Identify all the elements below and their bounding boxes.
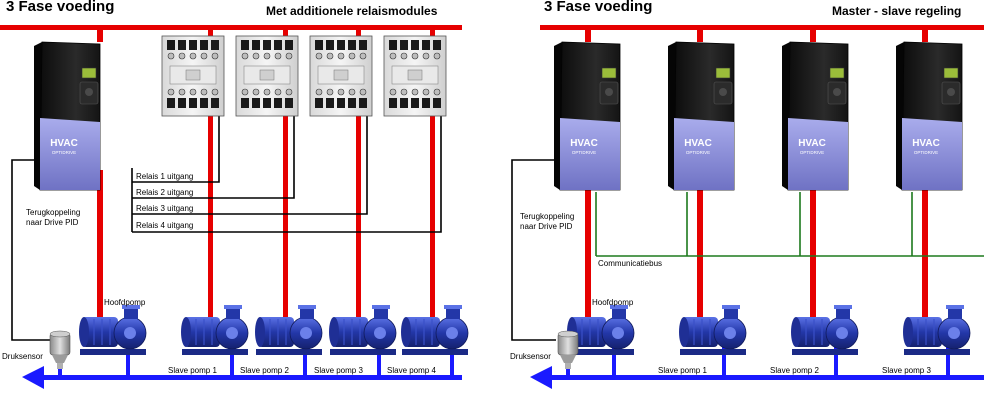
right-sensor-label: Druksensor: [510, 352, 551, 361]
left-relay-module-2: [235, 35, 299, 117]
left-slave-pump-2-icon: [255, 305, 323, 355]
left-subtitle: Met additionele relaismodules: [266, 4, 438, 18]
left-title: 3 Fase voeding: [6, 0, 115, 15]
left-relay-output-4: Relais 4 uitgang: [136, 221, 194, 230]
right-drive2-to-pump: [697, 190, 703, 320]
left-slave-pump-4: Slave pomp 4: [387, 366, 436, 375]
right-slave-pump-1-icon: [679, 305, 747, 355]
left-water-pipe: [40, 375, 462, 380]
left-relay1-supply: [208, 30, 213, 38]
right-hvac-drive-2-brand: HVAC: [684, 138, 712, 149]
right-slave-pump-3: Slave pomp 3: [882, 366, 931, 375]
right-drive1-to-pump: [585, 190, 591, 320]
left-relay-module-1: [161, 35, 225, 117]
left-sensor-label: Druksensor: [2, 352, 43, 361]
right-drive2-supply: [697, 30, 703, 42]
left-relay-output-2: Relais 2 uitgang: [136, 188, 194, 197]
left-relay3-to-pump: [356, 112, 361, 322]
right-main-pump-label: Hoofdpomp: [592, 298, 634, 307]
right-water-pipe: [548, 375, 984, 380]
left-relay4-supply: [430, 30, 435, 38]
right-drive3-supply: [810, 30, 816, 42]
right-feedback-line1: Terugkoppeling: [520, 212, 575, 221]
left-relay-module-4: [383, 35, 447, 117]
left-hvac-drive-brand: HVAC: [50, 138, 78, 149]
right-main-pump: [567, 305, 635, 355]
right-drive4-to-pump: [922, 190, 928, 320]
left-feedback-label: Terugkoppeling naar Drive PID: [26, 208, 80, 228]
left-diagram: [0, 25, 462, 389]
right-hvac-drive-4-brand: HVAC: [912, 138, 940, 149]
left-relay-wires: [131, 112, 442, 233]
right-slave-pump-2-icon: [791, 305, 859, 355]
left-relay4-to-pump: [430, 112, 435, 322]
left-slave-pump-1-icon: [181, 305, 249, 355]
left-relay-module-3: [309, 35, 373, 117]
right-drive4-supply: [922, 30, 928, 42]
right-title: 3 Fase voeding: [544, 0, 653, 15]
left-feedback-line1: Terugkoppeling: [26, 208, 81, 217]
left-slave-pump-4-icon: [401, 305, 469, 355]
left-flow-arrow: [22, 366, 44, 389]
left-main-pump-label: Hoofdpomp: [104, 298, 146, 307]
right-flow-arrow: [530, 366, 552, 389]
left-slave-pump-3-icon: [329, 305, 397, 355]
left-pressure-sensor: [49, 330, 71, 369]
right-feedback-line2: naar Drive PID: [520, 222, 573, 231]
right-hvac-drive-4-model: OPTIDRIVE: [914, 150, 938, 155]
left-relay-output-1: Relais 1 uitgang: [136, 172, 194, 181]
right-hvac-drive-2-model: OPTIDRIVE: [686, 150, 710, 155]
right-hvac-drive-3-model: OPTIDRIVE: [800, 150, 824, 155]
right-slave-pump-1: Slave pomp 1: [658, 366, 707, 375]
right-pressure-sensor: [557, 330, 579, 369]
right-feedback-label: Terugkoppeling naar Drive PID: [520, 212, 574, 232]
left-relay3-supply: [356, 30, 361, 38]
left-relay2-to-pump: [283, 112, 288, 322]
left-relay1-to-pump: [208, 112, 213, 322]
left-relay-output-3: Relais 3 uitgang: [136, 204, 194, 213]
left-power-bus: [0, 25, 462, 30]
right-hvac-drive-1-model: OPTIDRIVE: [572, 150, 596, 155]
right-slave-pump-3-icon: [903, 305, 971, 355]
right-communication-bus: [595, 192, 984, 257]
left-feedback-wire: [11, 159, 60, 341]
left-relay2-supply: [283, 30, 288, 38]
left-drive-to-main-pump: [97, 170, 103, 320]
right-bus-label: Communicatiebus: [598, 259, 663, 268]
left-slave-pump-2: Slave pomp 2: [240, 366, 289, 375]
left-hvac-drive-model: OPTIDRIVE: [52, 150, 76, 155]
left-slave-pump-3: Slave pomp 3: [314, 366, 363, 375]
right-hvac-drive-3-brand: HVAC: [798, 138, 826, 149]
right-feedback-wire: [511, 159, 556, 341]
right-subtitle: Master - slave regeling: [832, 4, 962, 18]
right-drive3-to-pump: [810, 190, 816, 320]
left-drive-supply: [97, 30, 103, 42]
right-slave-pump-2: Slave pomp 2: [770, 366, 819, 375]
left-slave-pump-1: Slave pomp 1: [168, 366, 217, 375]
right-hvac-drive-1-brand: HVAC: [570, 138, 598, 149]
right-drive1-supply: [585, 30, 591, 42]
right-power-bus: [540, 25, 984, 30]
left-main-pump: [79, 305, 147, 355]
right-diagram: [511, 25, 984, 389]
left-feedback-line2: naar Drive PID: [26, 218, 79, 227]
